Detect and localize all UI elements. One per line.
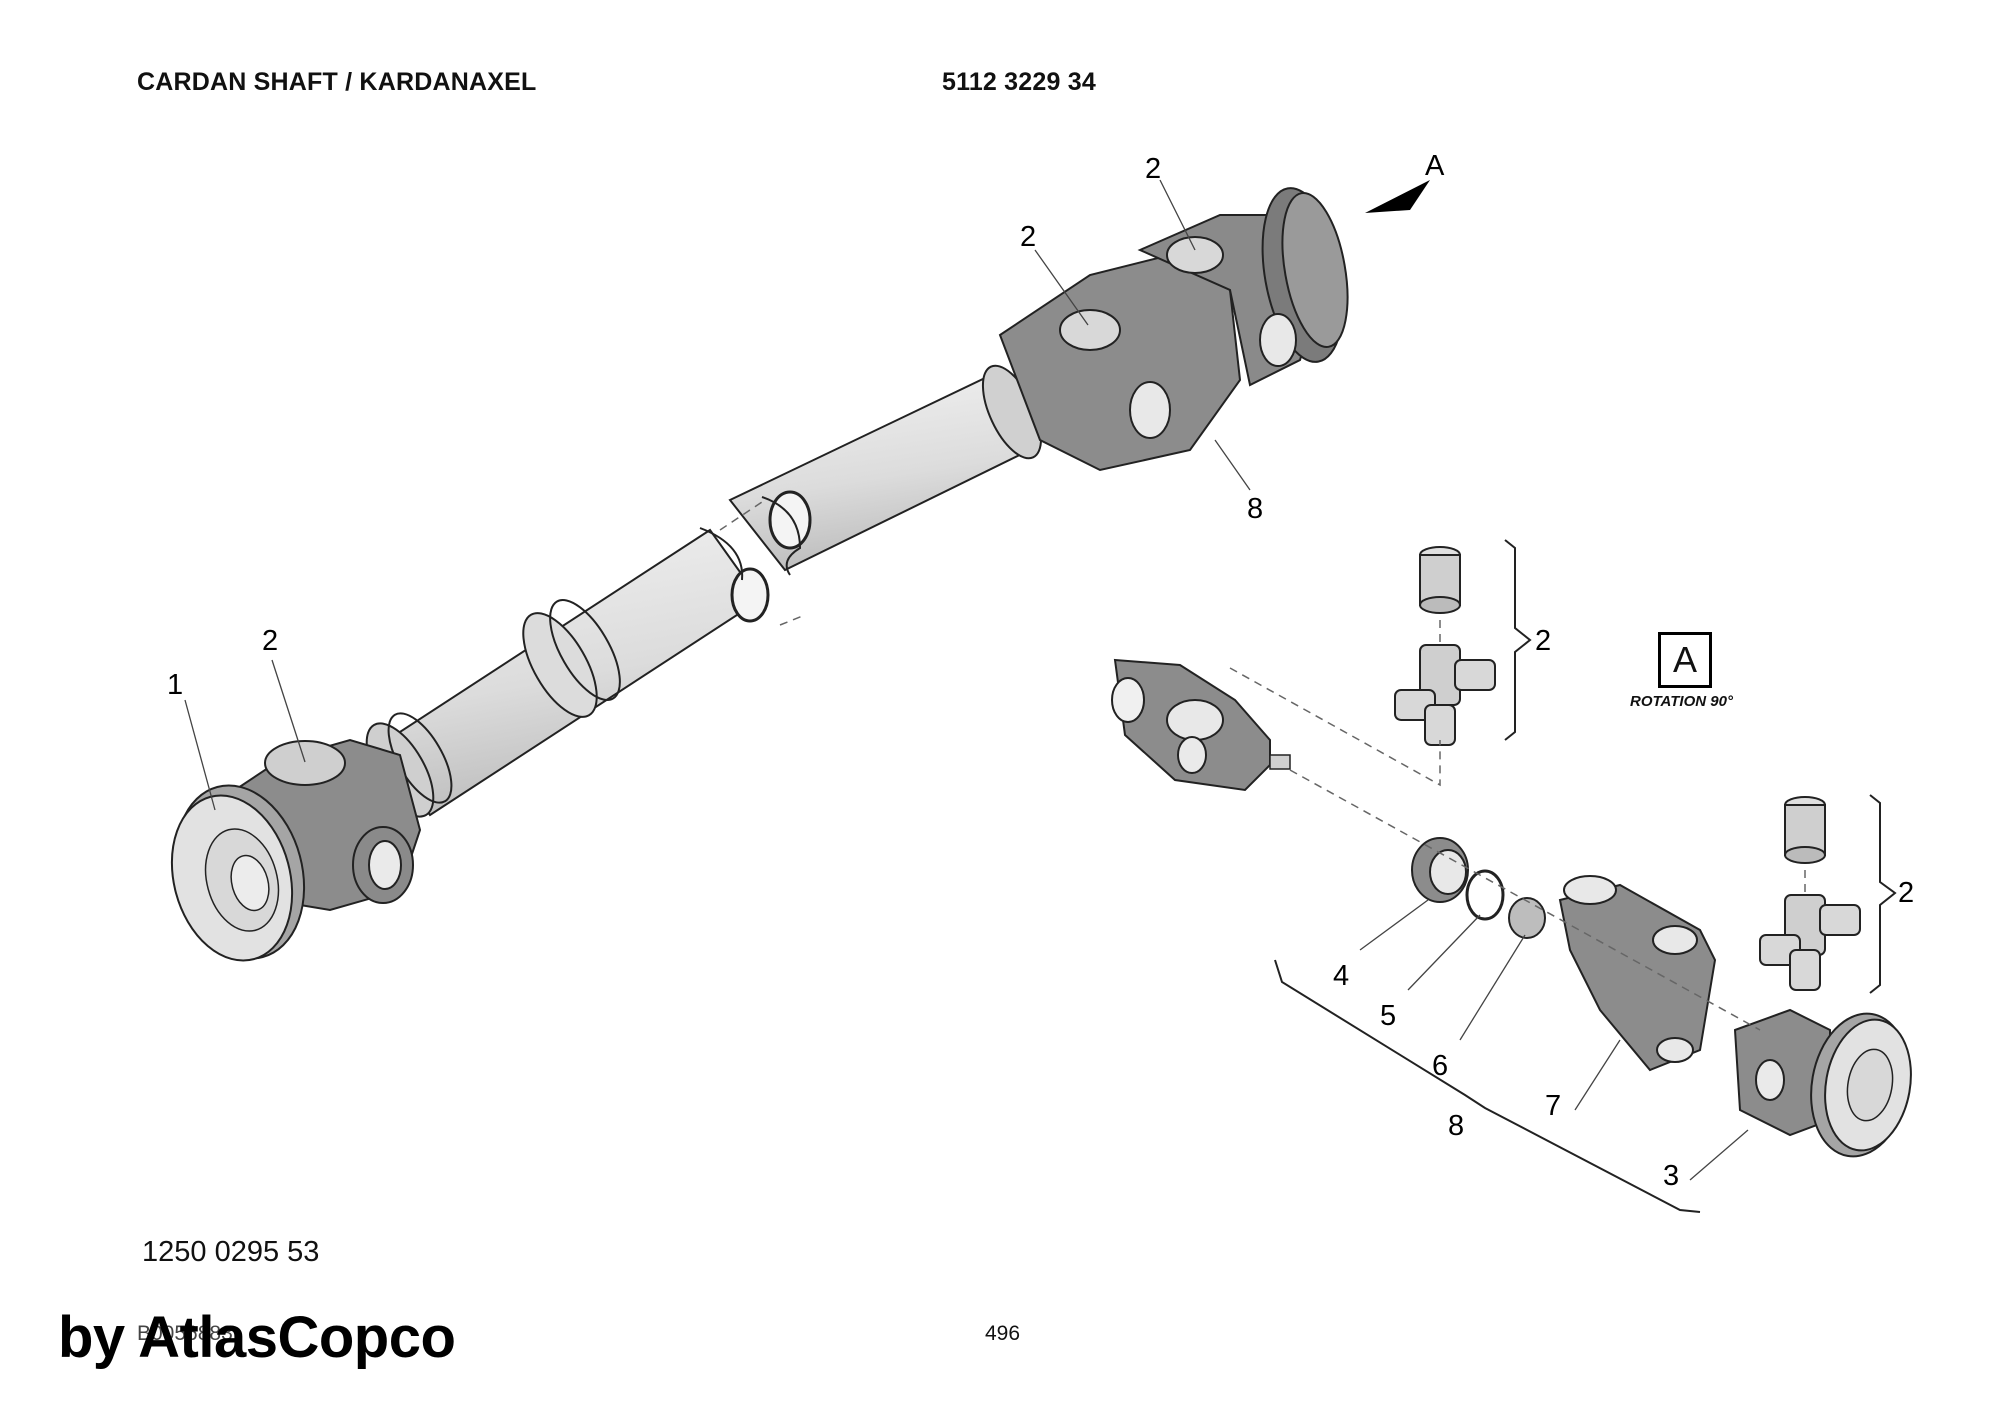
- view-a-box: A: [1658, 632, 1712, 688]
- callout-2-left-joint: 2: [262, 625, 278, 657]
- callout-6-bushing: 6: [1432, 1050, 1448, 1082]
- callout-2-right-joint: 2: [1020, 221, 1036, 253]
- callout-1-flange: 1: [167, 669, 183, 701]
- part-number: 5112 3229 34: [942, 68, 1096, 96]
- callout-2-upper-bracket: 2: [1535, 625, 1551, 657]
- shaft-tube-left: [365, 527, 770, 818]
- explode-guide-lines: [1229, 620, 1806, 1031]
- group-bracket-upper: [1504, 539, 1532, 741]
- callout-2-lower-bracket: 2: [1898, 877, 1914, 909]
- callout-2-top-right: 2: [1145, 153, 1161, 185]
- group-bracket-assembly: [1274, 959, 1701, 1213]
- bearing-cup-upper: [1419, 546, 1461, 614]
- seal-ring: [1411, 837, 1469, 903]
- watermark: by AtlasCopco: [58, 1305, 456, 1370]
- flange-yoke: [1733, 1008, 1912, 1158]
- callout-3-flange-yoke: 3: [1663, 1160, 1679, 1192]
- leader-lines: [184, 179, 1749, 1181]
- callout-5-circlip: 5: [1380, 1000, 1396, 1032]
- view-arrow-a: [1365, 180, 1430, 213]
- tube-break-lines: [719, 499, 806, 626]
- bushing: [1508, 897, 1546, 939]
- callout-8-assembly: 8: [1448, 1110, 1464, 1142]
- group-bracket-lower: [1869, 794, 1897, 994]
- reference-code: B0056883: [137, 1322, 233, 1345]
- callout-7-weld-yoke: 7: [1545, 1090, 1561, 1122]
- spider-cross-lower: [1759, 894, 1861, 991]
- spider-cross-upper: [1394, 644, 1496, 746]
- page-title: CARDAN SHAFT / KARDANAXEL: [137, 68, 537, 96]
- shaft-tube-right: [728, 364, 1043, 576]
- weld-yoke: [1558, 875, 1717, 1072]
- callout-4-seal: 4: [1333, 960, 1349, 992]
- circlip: [1465, 869, 1505, 921]
- rotation-label: ROTATION 90°: [1630, 693, 1733, 710]
- drawing-number: 1250 0295 53: [142, 1236, 320, 1268]
- view-arrow-label: A: [1425, 150, 1445, 182]
- bearing-cup-lower: [1784, 796, 1826, 864]
- page-number: 496: [985, 1322, 1021, 1345]
- slip-yoke: [1111, 658, 1291, 792]
- callout-8-right-joint: 8: [1247, 493, 1263, 525]
- universal-joint-right: [998, 187, 1349, 472]
- flange-left: [170, 784, 306, 962]
